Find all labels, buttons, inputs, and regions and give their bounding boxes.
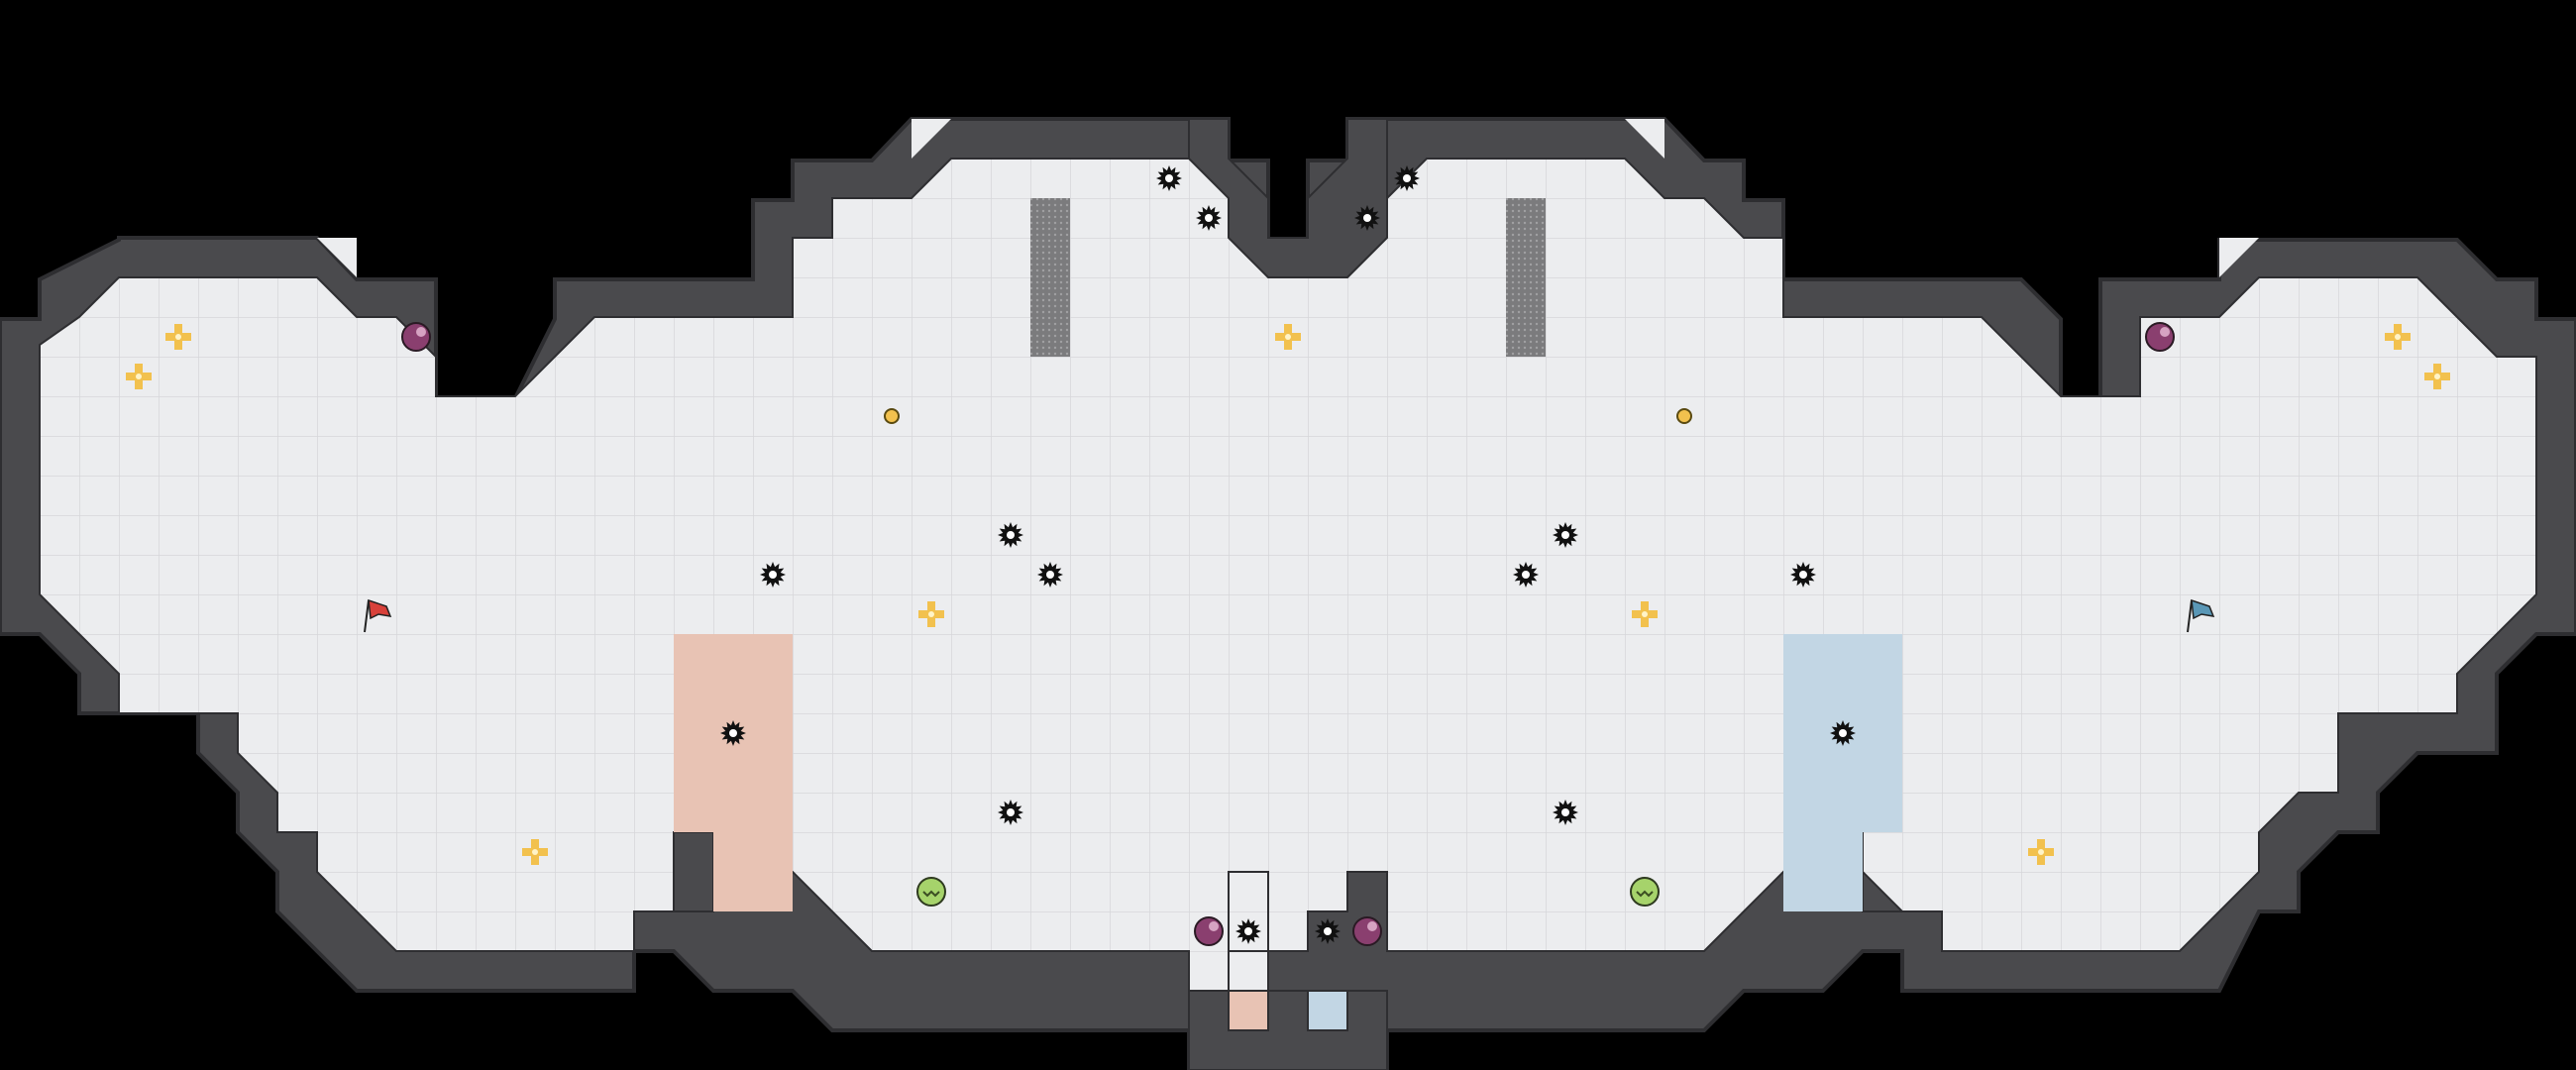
spike-icon [1196, 205, 1222, 231]
wall-block [673, 831, 714, 912]
boost-icon [1632, 601, 1658, 627]
spike-icon [1354, 205, 1380, 231]
corner-tile [2219, 238, 2259, 277]
gate [1030, 198, 1070, 357]
boost-icon [2385, 324, 2411, 350]
marker-icon [1676, 408, 1692, 424]
spike-icon [998, 800, 1023, 825]
spike-icon [720, 720, 746, 746]
bomb-icon [916, 877, 946, 907]
spike-icon [1037, 562, 1063, 588]
blue-flag-icon [2187, 598, 2215, 633]
spike-icon [1553, 800, 1578, 825]
spike-icon [1394, 165, 1420, 191]
boost-icon [165, 324, 191, 350]
spike-icon [1830, 720, 1856, 746]
spike-icon [1513, 562, 1539, 588]
spike-icon [1790, 562, 1816, 588]
boost-icon [2424, 364, 2450, 389]
corner-tile [1625, 119, 1664, 159]
entity-layer [126, 165, 2450, 946]
marker-icon [884, 408, 900, 424]
floor-layer [39, 119, 2537, 992]
gate [1506, 198, 1546, 357]
spike-icon [1315, 918, 1341, 944]
boost-icon [2028, 839, 2054, 865]
blue-team-zone [1783, 832, 1863, 911]
red-team-zone [713, 832, 793, 911]
boost-icon [918, 601, 944, 627]
red-flag-icon [364, 598, 392, 633]
powerup-icon [2145, 322, 2175, 352]
powerup-icon [1194, 916, 1224, 946]
corner-tile [317, 238, 357, 277]
corner-tile [912, 119, 951, 159]
blue-end-zone [1307, 990, 1348, 1031]
spike-icon [1235, 918, 1261, 944]
spike-icon [1553, 522, 1578, 548]
boost-icon [1275, 324, 1301, 350]
wall-block [1188, 990, 1388, 1070]
powerup-icon [401, 322, 431, 352]
red-end-zone [1228, 990, 1269, 1031]
bomb-icon [1630, 877, 1660, 907]
powerup-icon [1352, 916, 1382, 946]
boost-icon [522, 839, 548, 865]
spike-icon [760, 562, 786, 588]
spike-icon [1156, 165, 1182, 191]
boost-icon [126, 364, 152, 389]
spike-icon [998, 522, 1023, 548]
